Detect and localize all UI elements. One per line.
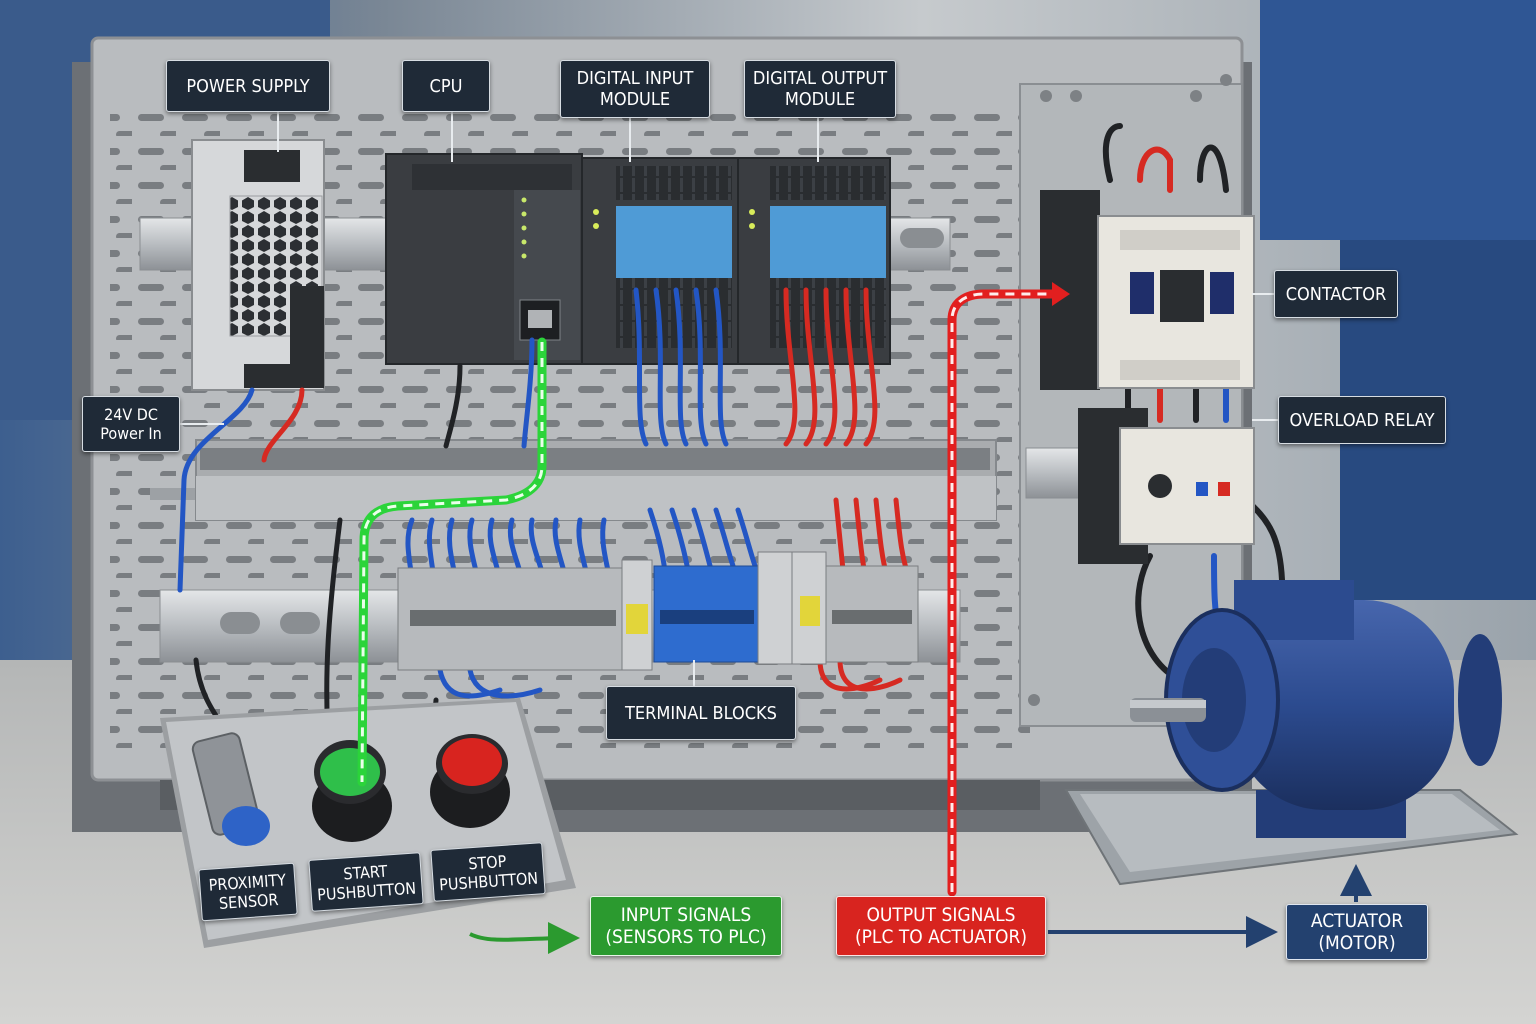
electric-motor	[1064, 580, 1519, 886]
cpu-label: CPU	[402, 60, 490, 112]
actuator-label: ACTUATOR(MOTOR)	[1286, 904, 1428, 960]
start-pushbutton	[312, 740, 392, 842]
output-signal-path-dash	[950, 292, 1052, 892]
wall-cabinet-right	[1260, 0, 1536, 240]
power-supply-label: POWER SUPPLY	[166, 60, 330, 112]
input-signals-label: INPUT SIGNALS(SENSORS TO PLC)	[590, 896, 782, 956]
digital-input-module	[581, 157, 739, 365]
arrow-right-icon	[469, 922, 580, 955]
leader-lines	[166, 112, 1278, 688]
overload-relay-device	[1078, 408, 1255, 564]
terminal-blocks-label: TERMINAL BLOCKS	[606, 686, 796, 740]
cpu-module	[385, 153, 583, 365]
contactor-device	[1040, 190, 1255, 390]
terminal-block-row	[397, 551, 919, 671]
power-supply-unit	[191, 139, 325, 391]
output-signals-label: OUTPUT SIGNALS(PLC TO ACTUATOR)	[836, 896, 1046, 956]
proximity-sensor	[191, 732, 270, 846]
overload-relay-label: OVERLOAD RELAY	[1278, 396, 1446, 444]
stop-pushbutton	[430, 734, 510, 828]
output-arrowhead	[1052, 282, 1070, 306]
input-signal-path-dash	[360, 342, 544, 783]
contactor-label: CONTACTOR	[1274, 270, 1398, 318]
